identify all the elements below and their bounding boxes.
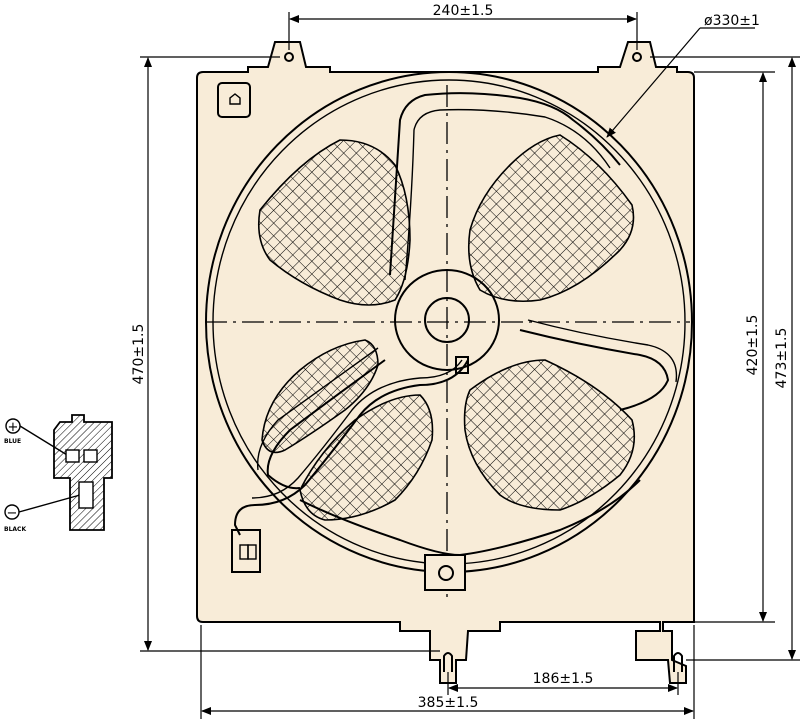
dim-diameter-leader: [606, 27, 701, 138]
dim-label-186: 186±1.5: [533, 671, 594, 687]
connector-pin-1: [65, 449, 80, 463]
strut-right: [519, 329, 670, 411]
blade-lower-middle: [299, 394, 434, 521]
blade-upper-right: [467, 134, 635, 303]
connector-key: [78, 481, 94, 509]
positive-symbol: +: [8, 420, 19, 435]
negative-symbol: −: [7, 506, 18, 521]
top-right-mount-hole: [632, 52, 642, 62]
top-left-mount-hole: [284, 52, 294, 62]
positive-label: BLUE: [4, 438, 21, 445]
bottom-mount-block: [424, 554, 466, 591]
strut-top-inner: [404, 108, 611, 281]
bottom-mount-hole: [438, 565, 454, 581]
wire-plug: [231, 529, 261, 573]
dim-label-420: 420±1.5: [745, 315, 761, 376]
blade-upper-left: [257, 139, 411, 306]
dim-label-470: 470±1.5: [131, 324, 147, 385]
wire-plug-tab-2: [247, 544, 257, 560]
negative-label: BLACK: [4, 526, 26, 533]
motor-wire-2: [251, 359, 463, 499]
connector-body: [53, 414, 113, 531]
dim-label-385: 385±1.5: [418, 695, 479, 711]
bottom-right-mount-slot: [673, 652, 683, 672]
wire-hub-clip: [455, 356, 469, 374]
blade-lower-right: [463, 359, 636, 511]
corner-tag-icon: [229, 93, 241, 105]
strut-right-inner: [527, 319, 678, 383]
dim-label-diameter: ø330±1: [704, 13, 760, 29]
dim-label-240: 240±1.5: [433, 3, 494, 19]
dim-label-473: 473±1.5: [774, 328, 790, 389]
bottom-left-mount-slot: [443, 652, 453, 672]
connector-detail: + BLUE − BLACK: [4, 414, 113, 533]
connector-pin-2: [83, 449, 98, 463]
blade-lower-left: [261, 339, 379, 454]
motor-wire: [233, 359, 469, 536]
corner-tag: [217, 82, 251, 118]
